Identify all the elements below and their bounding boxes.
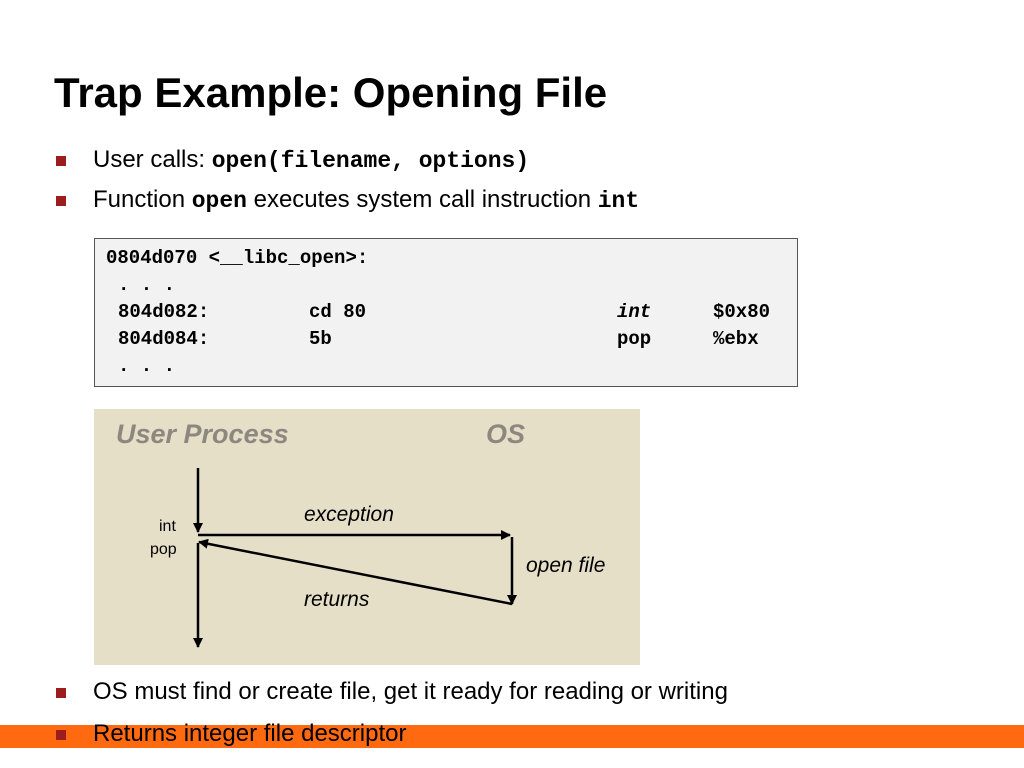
code-ellipsis-line: . . . [95, 353, 797, 380]
bullet-text-before: Function [93, 186, 192, 213]
code-operand: $0x80 [713, 301, 771, 323]
os-label: OS [486, 419, 526, 449]
code-header-line: 0804d070 <__libc_open>: [95, 245, 797, 272]
open-file-label: open file [526, 554, 606, 577]
bullet-marker-icon [56, 730, 66, 740]
code-bytes: cd 80 [309, 301, 367, 323]
bullet-text: OS must find or create file, get it read… [93, 678, 728, 705]
footer-bar [0, 725, 1024, 748]
code-row: 804d082: cd 80 int $0x80 [95, 299, 797, 326]
bullet-text: Function open executes system call instr… [93, 185, 639, 216]
code-operand: %ebx [713, 328, 759, 350]
trap-flow-diagram: User Process OS int pop exception open f… [94, 409, 640, 665]
bullet-text: Returns integer file descriptor [93, 720, 407, 747]
bullet-marker-icon [56, 688, 66, 698]
code-mnemonic: pop [617, 328, 652, 350]
code-listing: 0804d070 <__libc_open>: . . . 804d082: c… [94, 238, 798, 387]
pop-label: pop [150, 541, 177, 558]
returns-label: returns [304, 588, 370, 611]
bullet-code-int: int [597, 188, 640, 214]
code-address: 804d084: [118, 328, 210, 350]
bullet-code-open: open [191, 188, 247, 214]
code-row: 804d084: 5b pop %ebx [95, 326, 797, 353]
code-ellipsis: . . . [118, 274, 176, 296]
bullet-text-middle: executes system call instruction [246, 186, 598, 213]
bullet-text-plain: User calls: [93, 146, 212, 173]
bullet-marker-icon [56, 156, 66, 166]
code-header: 0804d070 <__libc_open>: [106, 247, 369, 269]
code-address: 804d082: [118, 301, 210, 323]
bullet-code: open(filename, options) [211, 148, 530, 174]
returns-arrow [198, 538, 513, 606]
exception-label: exception [304, 503, 394, 526]
code-mnemonic: int [617, 301, 652, 323]
user-process-label: User Process [116, 419, 289, 449]
bullet-text: User calls: open(filename, options) [93, 145, 529, 176]
code-bytes: 5b [309, 328, 332, 350]
int-label: int [159, 518, 176, 535]
bullet-marker-icon [56, 196, 66, 206]
code-ellipsis-line: . . . [95, 272, 797, 299]
code-ellipsis: . . . [118, 355, 176, 377]
diagram-arrows [193, 468, 517, 648]
slide-title: Trap Example: Opening File [54, 69, 608, 116]
